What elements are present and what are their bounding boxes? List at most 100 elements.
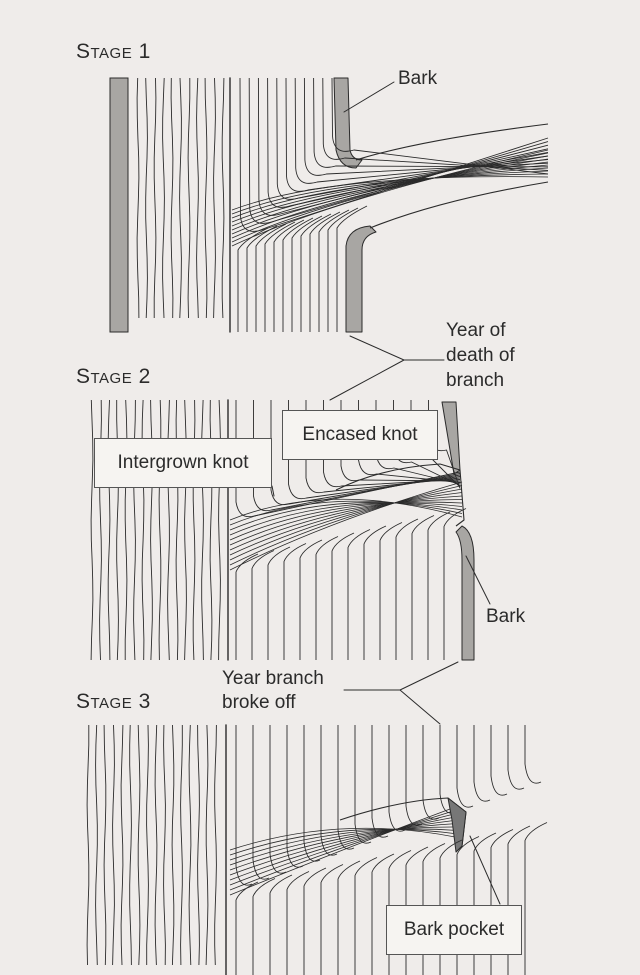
grain-line-stage-3: [86, 725, 90, 966]
branch-fiber-stage-3: [229, 816, 459, 881]
branch-fiber-stage-2: [229, 502, 463, 536]
grain-line-stage-1: [162, 77, 165, 319]
grain-line-lower-stage-1: [291, 215, 323, 332]
grain-line-upper-stage-3: [422, 725, 440, 820]
stage-3-panel: [86, 724, 548, 975]
leader-lines: [271, 81, 501, 905]
grain-line-upper-stage-3: [388, 725, 406, 832]
grain-line-upper-stage-3: [252, 725, 270, 880]
stage-1-title: Stage 1: [76, 40, 151, 63]
grain-line-stage-1: [153, 77, 157, 318]
grain-line-upper-stage-3: [490, 725, 508, 796]
branch-fiber-stage-3: [229, 828, 459, 856]
grain-line-branch-stage-2: [253, 400, 461, 512]
grain-line-lower-stage-3: [422, 843, 446, 975]
grain-line-lower-stage-2: [267, 546, 291, 660]
grain-line-lower-stage-3: [269, 874, 293, 975]
branch-fiber-stage-2: [229, 481, 463, 571]
intergrown-knot-label-box: Intergrown knot: [94, 438, 272, 488]
bark-strip-left-stage-1: [109, 77, 129, 333]
grain-line-lower-stage-1: [264, 221, 296, 332]
grain-line-lower-stage-2: [331, 532, 355, 660]
grain-line-branch-stage-2: [323, 400, 461, 488]
branch-fiber-stage-2: [229, 499, 463, 546]
encased-knot-label-box: Encased knot: [282, 410, 438, 460]
stage-2-title: Stage 2: [76, 365, 151, 388]
branch-fiber-stage-2: [229, 500, 463, 526]
grain-line-stage-3: [120, 724, 124, 966]
bark-upper-right-stage-1: [333, 77, 363, 169]
grain-line-stage-3: [112, 724, 115, 966]
branch-fiber-stage-2: [229, 501, 463, 541]
grain-line-upper-stage-3: [269, 725, 287, 874]
branch-fiber-stage-1: [231, 158, 549, 235]
grain-line-branch-stage-1: [267, 77, 549, 208]
branch-fiber-stage-2: [229, 502, 463, 531]
branch-outline-bottom-stage-1: [369, 181, 549, 229]
grain-line-upper-stage-3: [354, 725, 372, 844]
grain-line-stage-3: [137, 724, 141, 966]
branch-fiber-stage-3: [229, 805, 459, 896]
leader-year-broke-down: [399, 689, 441, 725]
grain-line-branch-stage-1: [294, 77, 549, 184]
grain-line-lower-stage-1: [327, 207, 359, 332]
branch-fiber-stage-1: [231, 173, 549, 215]
branch-fiber-stage-1: [231, 176, 549, 211]
bark-label-stage-2: Bark: [486, 606, 526, 627]
grain-line-lower-stage-2: [299, 539, 323, 660]
grain-line-stage-3: [146, 724, 149, 965]
grain-line-lower-stage-2: [251, 550, 275, 660]
leader-year-broke-up: [399, 661, 459, 691]
leader-intergrown-knot: [271, 485, 275, 497]
branch-fiber-stage-2: [229, 485, 463, 566]
grain-line-upper-stage-3: [405, 725, 423, 826]
branch-fiber-stage-3: [229, 827, 459, 851]
branch-fiber-stage-2: [229, 495, 463, 551]
branch-fiber-stage-1: [231, 170, 549, 219]
grain-line-lower-stage-2: [411, 515, 435, 660]
branch-fiber-stage-1: [231, 161, 549, 231]
stage-1-panel: [109, 77, 549, 333]
grain-line-lower-stage-2: [427, 511, 451, 660]
grain-line-branch-stage-1: [248, 77, 549, 224]
leader-bark-stage-1: [343, 81, 395, 113]
branch-fiber-stage-2: [229, 492, 463, 556]
grain-line-branch-stage-1: [239, 77, 549, 232]
grain-line-upper-stage-3: [235, 725, 253, 886]
branch-fiber-stage-1: [231, 167, 549, 223]
grain-line-stage-1: [136, 77, 140, 319]
stage-3-title: Stage 3: [76, 690, 151, 713]
branch-fiber-stage-3: [229, 828, 459, 861]
grain-line-lower-stage-3: [252, 878, 276, 975]
grain-line-branch-stage-2: [270, 400, 461, 506]
grain-line-lower-stage-1: [246, 225, 278, 332]
year-broke-label-line-1: Year branch: [222, 668, 324, 689]
grain-line-lower-stage-2: [395, 518, 419, 660]
grain-line-branch-stage-2: [305, 400, 461, 494]
grain-line-lower-stage-1: [336, 205, 368, 332]
leader-year-death-up: [349, 335, 405, 361]
encased-knot-label: Encased knot: [302, 424, 418, 445]
branch-fiber-stage-1: [231, 152, 549, 243]
bark-lower-right-stage-1: [345, 225, 377, 333]
bark-pocket-fill-stage-3: [447, 797, 467, 853]
grain-line-stage-1: [179, 77, 182, 319]
grain-line-upper-stage-3: [303, 725, 321, 862]
grain-line-lower-stage-2: [283, 543, 307, 660]
bark-label-stage-1: Bark: [398, 68, 438, 89]
bark-pocket-label-box: Bark pocket: [386, 905, 522, 955]
grain-line-lower-stage-2: [235, 553, 259, 660]
grain-line-lower-stage-3: [524, 822, 548, 975]
grain-line-stage-3: [205, 724, 209, 966]
branch-fiber-stage-3: [229, 819, 459, 876]
branch-fiber-stage-1: [231, 164, 549, 227]
leader-bark-pocket: [469, 835, 501, 905]
branch-outline-top-stage-1: [355, 123, 549, 161]
grain-line-stage-3: [171, 724, 175, 966]
grain-line-branch-stage-1: [303, 77, 549, 176]
grain-line-lower-stage-1: [255, 223, 287, 332]
branch-fiber-stage-3: [229, 809, 459, 891]
branch-fiber-stage-2: [229, 498, 463, 521]
grain-line-branch-stage-1: [313, 77, 549, 168]
